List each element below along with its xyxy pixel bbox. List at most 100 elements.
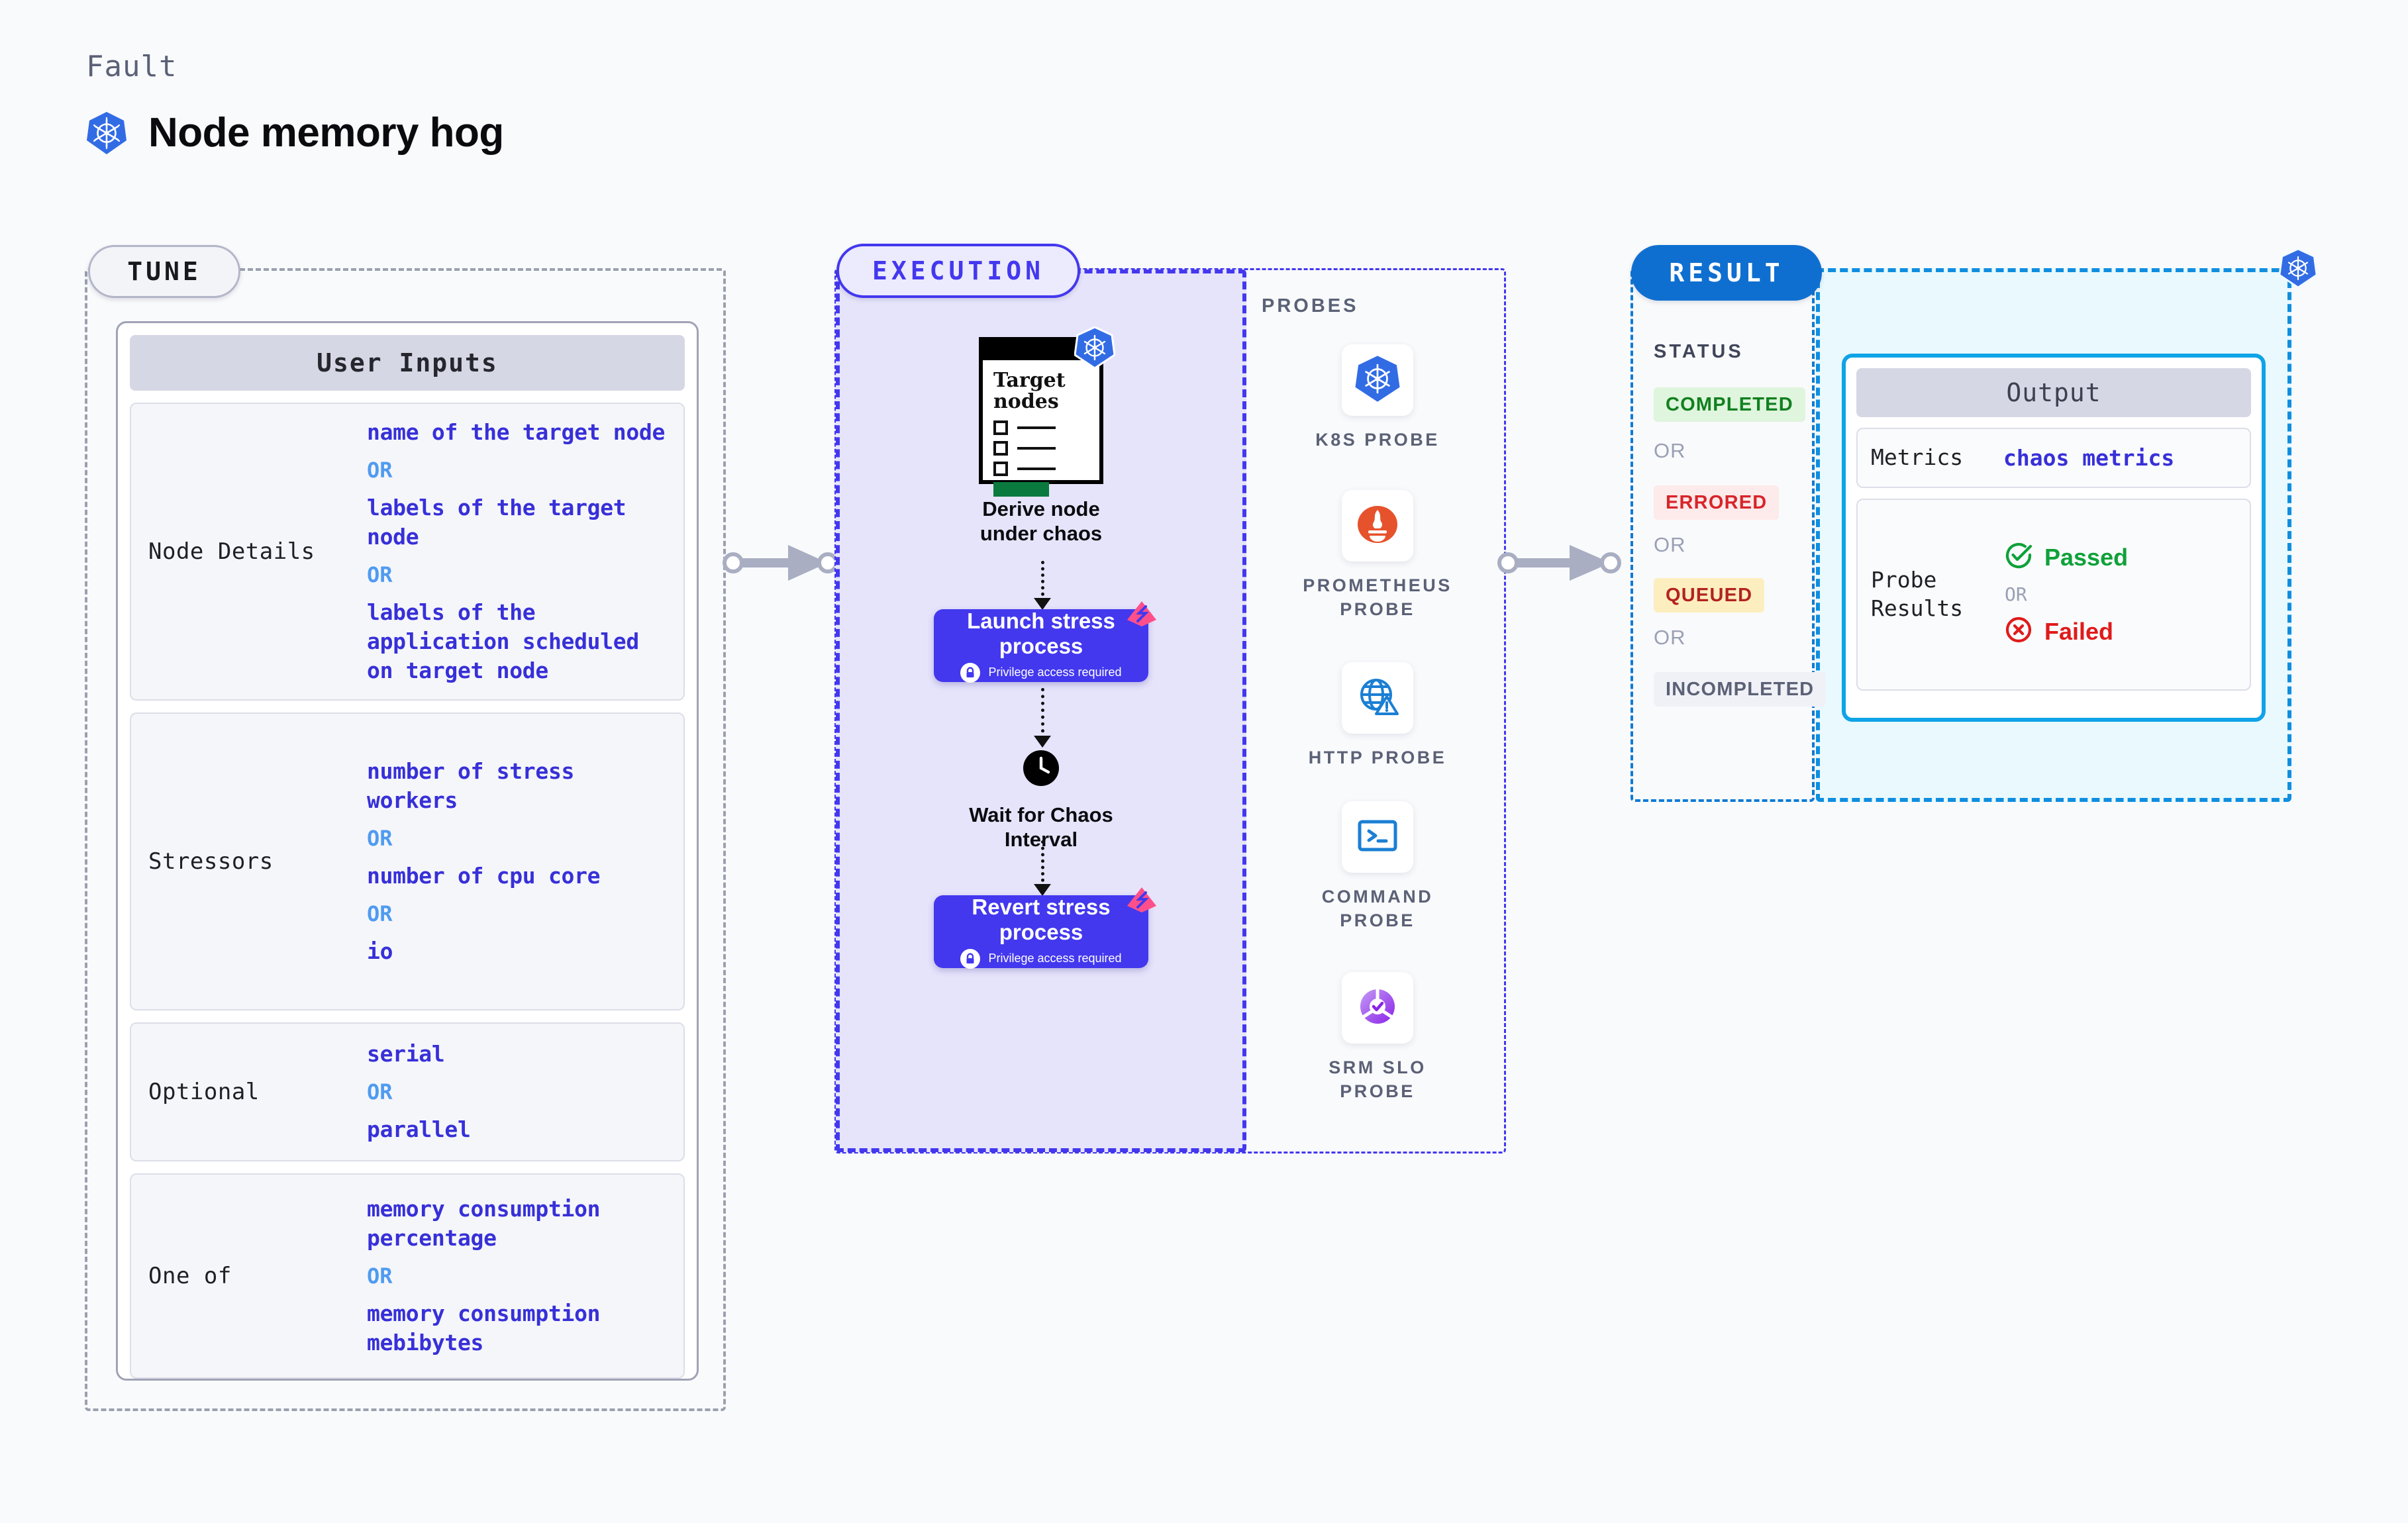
or-separator: OR [1654, 533, 1686, 556]
probe-result-failed-label: Failed [2044, 617, 2114, 645]
status-badge-queued: QUEUED [1654, 578, 1765, 613]
input-value: memory consumption percentage [367, 1196, 601, 1252]
litmus-icon [1126, 886, 1158, 917]
execution-section-chip[interactable]: EXECUTION [836, 244, 1080, 298]
input-value: labels of the application scheduled on t… [367, 599, 639, 683]
green-bar-indicator [993, 482, 1049, 497]
status-badge-completed: COMPLETED [1654, 387, 1805, 422]
probe-label: SRM SLO PROBE [1329, 1057, 1427, 1102]
target-nodes-list [993, 420, 1056, 497]
probe-tile [1342, 801, 1413, 873]
status-badge-errored: ERRORED [1654, 485, 1780, 520]
output-group-metrics: Metrics chaos metrics [1856, 428, 2251, 488]
terminal-icon [1356, 816, 1399, 858]
close-circle-icon [2003, 614, 2034, 648]
output-title: Output [1856, 368, 2251, 417]
probe-tile [1342, 490, 1413, 562]
kubernetes-icon [1074, 326, 1116, 372]
or-separator: OR [2005, 583, 2027, 606]
probe-tile [1342, 344, 1413, 416]
list-item [993, 420, 1056, 435]
lock-icon [960, 662, 981, 683]
connector-execution-to-result [1497, 545, 1621, 581]
srm-slo-icon [1355, 984, 1400, 1032]
input-value: serial [367, 1041, 445, 1067]
probe-prometheus[interactable]: PROMETHEUS PROBE [1295, 490, 1460, 622]
output-group-probe-results: Probe Results Passed OR [1856, 498, 2251, 691]
flow-step-caption: Derive node under chaos [979, 497, 1103, 545]
result-section-chip[interactable]: RESULT [1631, 245, 1822, 301]
probe-label: PROMETHEUS PROBE [1303, 575, 1452, 620]
input-group-label: Node Details [148, 538, 315, 565]
execution-flow: Target nodes [836, 270, 1246, 1152]
page-title-text: Node memory hog [148, 110, 504, 156]
probe-label: COMMAND PROBE [1321, 887, 1434, 931]
flow-step-wait-interval: Wait for Chaos Interval [958, 750, 1124, 852]
or-separator: OR [367, 1263, 393, 1289]
probe-http[interactable]: HTTP PROBE [1295, 662, 1460, 769]
input-group-label: Stressors [148, 848, 274, 875]
privilege-note: Privilege access required [960, 662, 1122, 683]
or-separator: OR [367, 826, 393, 851]
flow-step-revert-stress[interactable]: Revert stress process Privilege access r… [934, 887, 1156, 969]
probe-label: HTTP PROBE [1308, 748, 1447, 767]
list-item [993, 462, 1056, 476]
probe-result-failed: Failed [2003, 614, 2236, 648]
clock-icon [1023, 750, 1060, 790]
lock-icon [960, 948, 981, 969]
flow-step-launch-stress[interactable]: Launch stress process Privilege access r… [934, 601, 1156, 683]
kubernetes-icon [86, 111, 127, 155]
flow-step-derive-node: Target nodes [961, 326, 1121, 546]
output-card: Output Metrics chaos metrics Probe Resul… [1842, 354, 2266, 722]
input-value: name of the target node [367, 419, 666, 446]
kubernetes-icon [2278, 248, 2318, 291]
litmus-icon [1126, 600, 1158, 631]
output-group-label: Probe Results [1871, 567, 1964, 621]
prometheus-icon [1354, 501, 1401, 552]
input-value: io [367, 938, 393, 964]
or-separator: OR [367, 901, 393, 926]
or-separator: OR [1654, 626, 1686, 649]
input-group-label: Optional [148, 1079, 260, 1105]
input-group-stressors: Stressors number of stress workers OR nu… [130, 712, 685, 1010]
status-label: STATUS [1654, 341, 1744, 362]
checkbox-icon [993, 462, 1008, 476]
checkbox-icon [993, 441, 1008, 456]
flow-step-title: Launch stress process [967, 609, 1115, 658]
checkbox-icon [993, 420, 1008, 435]
user-inputs-title: User Inputs [130, 335, 685, 391]
or-separator: OR [367, 458, 393, 483]
input-value: memory consumption mebibytes [367, 1301, 601, 1355]
probe-srm-slo[interactable]: SRM SLO PROBE [1295, 972, 1460, 1104]
flow-step-title: Revert stress process [972, 895, 1111, 944]
input-value: labels of the target node [367, 495, 627, 550]
page-title: Node memory hog [86, 109, 504, 156]
or-separator: OR [1654, 439, 1686, 462]
or-separator: OR [367, 562, 393, 587]
input-group-node-details: Node Details name of the target node OR … [130, 403, 685, 701]
probe-k8s[interactable]: K8S PROBE [1295, 344, 1460, 452]
input-value: number of cpu core [367, 863, 601, 889]
line-placeholder [1017, 426, 1056, 429]
tune-section-frame [85, 268, 726, 1411]
check-circle-icon [2003, 540, 2034, 574]
probe-command[interactable]: COMMAND PROBE [1295, 801, 1460, 933]
globe-warning-icon [1354, 673, 1401, 724]
probe-result-passed-label: Passed [2044, 543, 2129, 571]
privilege-note: Privilege access required [960, 948, 1122, 969]
connector-tune-to-execution [723, 545, 838, 581]
list-item [993, 441, 1056, 456]
input-value: number of stress workers [367, 758, 575, 814]
target-nodes-card: Target nodes [979, 326, 1116, 497]
status-badge-incompleted: INCOMPLETED [1654, 672, 1827, 707]
probes-label: PROBES [1262, 295, 1359, 317]
target-nodes-title: Target nodes [993, 369, 1066, 413]
tune-section-chip[interactable]: TUNE [88, 245, 240, 298]
line-placeholder [1017, 467, 1056, 470]
fault-eyebrow: Fault [86, 50, 177, 83]
probe-tile [1342, 662, 1413, 734]
privilege-note-text: Privilege access required [988, 665, 1122, 679]
input-value: parallel [367, 1116, 471, 1142]
output-group-label: Metrics [1871, 444, 1964, 470]
